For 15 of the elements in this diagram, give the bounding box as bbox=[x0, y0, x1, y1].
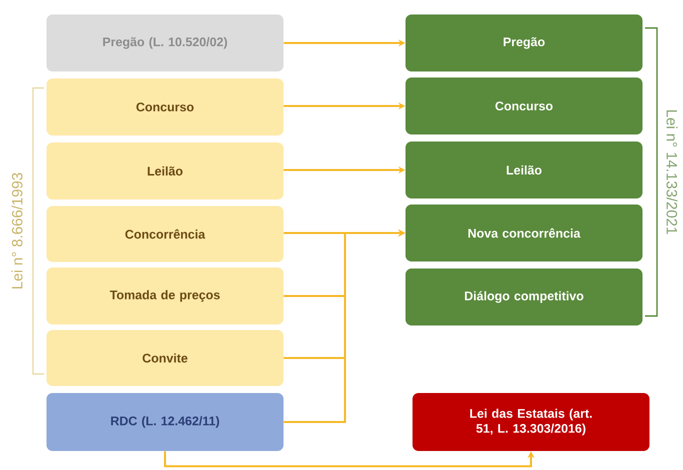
process-box: Nova concorrência bbox=[406, 204, 642, 262]
process-box: Leilão bbox=[46, 142, 284, 200]
process-box: Concurso bbox=[46, 78, 284, 136]
process-box: Leilão bbox=[406, 142, 642, 198]
process-box: Lei das Estatais (art. 51, L. 13.303/2016) bbox=[412, 393, 650, 451]
process-box: Pregão (L. 10.520/02) bbox=[46, 14, 284, 72]
process-box: Concurso bbox=[406, 78, 642, 134]
process-box: Pregão bbox=[406, 14, 642, 72]
bracket-label: Lei n° 14.133/2021 bbox=[666, 110, 678, 234]
process-box: Tomada de preços bbox=[46, 268, 284, 324]
process-box: Convite bbox=[46, 330, 284, 386]
process-box: RDC (L. 12.462/11) bbox=[46, 393, 284, 451]
process-box: Diálogo competitivo bbox=[406, 268, 642, 326]
process-box: Concorrência bbox=[46, 206, 284, 262]
bracket-label: Lei n° 8.666/1993 bbox=[12, 173, 22, 288]
